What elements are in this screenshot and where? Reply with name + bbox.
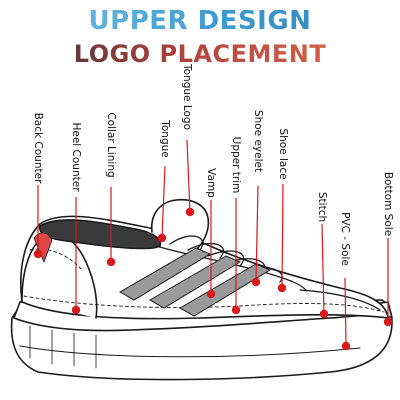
marker-dot-stitch — [319, 309, 329, 319]
marker-dot-shoe-eyelet — [251, 277, 261, 287]
toe-cap — [299, 289, 381, 311]
label-shoe-eyelet: Shoe eyelet — [252, 109, 264, 173]
marker-dot-shoe-lace — [277, 283, 287, 293]
marker-dot-pvc-sole — [341, 341, 351, 351]
marker-dot-upper-trim — [231, 305, 241, 315]
laces — [169, 235, 283, 283]
label-tongue-logo: Tongue Logo — [181, 63, 193, 131]
leader-line-shoe-eyelet — [255, 185, 259, 283]
label-collar-lining: Collar Lining — [105, 111, 117, 178]
leader-line-tongue-logo — [186, 139, 191, 213]
side-stripes — [118, 247, 272, 317]
marker-dot-heel-counter — [71, 305, 81, 315]
side-stripe-1 — [118, 247, 212, 301]
outsole-tread — [19, 345, 361, 358]
marker-dot-bottom-sole — [383, 317, 393, 327]
marker-dot-tongue — [157, 233, 167, 243]
label-pvc-sole: PVC - Sole — [339, 212, 351, 266]
label-vamp: Vamp — [205, 168, 217, 198]
title-line-2: LOGO PLACEMENT — [0, 40, 400, 68]
label-back-counter: Back Counter — [32, 112, 44, 183]
leader-line-tongue — [161, 165, 166, 239]
side-stripe-2 — [148, 255, 242, 309]
leader-line-pvc-sole — [344, 277, 347, 347]
label-bottom-sole: Bottom Sole — [382, 171, 394, 237]
label-upper-trim: Upper trim — [230, 136, 242, 193]
label-heel-counter: Heel Counter — [70, 121, 82, 192]
leader-line-stitch — [321, 223, 325, 315]
marker-dot-collar-lining — [106, 257, 116, 267]
marker-dot-vamp — [206, 289, 216, 299]
title-line-1: UPPER DESIGN — [0, 6, 400, 36]
label-shoe-lace: Shoe lace — [277, 127, 289, 180]
marker-dot-tongue-logo — [185, 207, 195, 217]
marker-dot-back-counter — [33, 249, 43, 259]
collar-opening — [38, 219, 162, 250]
leader-line-shoe-lace — [281, 183, 284, 289]
label-tongue: Tongue — [159, 120, 171, 158]
label-stitch: Stitch — [316, 191, 328, 223]
side-stripe-3 — [178, 263, 272, 317]
